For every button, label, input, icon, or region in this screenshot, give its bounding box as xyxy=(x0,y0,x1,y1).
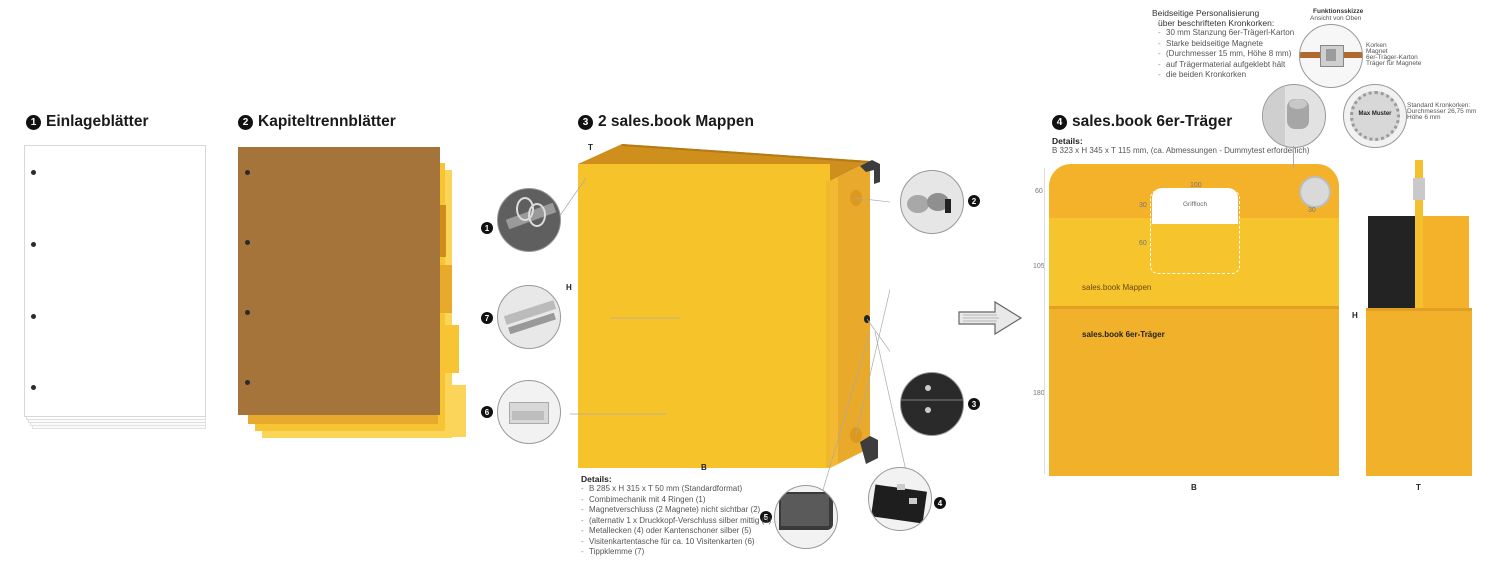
section-1-label: Einlageblätter xyxy=(46,113,149,130)
personalization-item: (Durchmesser 15 mm, Höhe 8 mm) xyxy=(1158,49,1294,60)
callout-6: 6 xyxy=(481,406,493,418)
sketch-label: 6er-Träger-Karton xyxy=(1366,54,1418,61)
detail-circle-pushbutton xyxy=(900,372,964,436)
detail-circle-clip xyxy=(497,285,561,349)
carrier-dim-b: B xyxy=(1191,483,1197,492)
carrier-details-text: B 323 x H 345 x T 115 mm, (ca. Abmessung… xyxy=(1052,146,1310,155)
section-2-number: 2 xyxy=(238,114,253,130)
detail-circle-rings xyxy=(497,188,561,252)
label-traeger: sales.book 6er-Träger xyxy=(1082,330,1165,339)
personalization-title-1: Beidseitige Personalisierung xyxy=(1152,8,1260,18)
section-4-number: 4 xyxy=(1052,114,1067,130)
folder-detail-item: B 285 x H 315 x T 50 mm (Standardformat) xyxy=(581,484,771,495)
folder-details-list: B 285 x H 315 x T 50 mm (Standardformat)… xyxy=(581,484,771,558)
callout-2: 2 xyxy=(968,195,980,207)
section-2-label: Kapiteltrennblätter xyxy=(258,113,396,130)
dim-60b: 60 xyxy=(1035,188,1043,195)
callout-7: 7 xyxy=(481,312,493,324)
folder-details-title: Details: xyxy=(581,474,612,484)
detail-circle-metalcorners xyxy=(868,467,932,531)
magnet-leader-line xyxy=(1293,146,1294,168)
arrow-right-icon xyxy=(958,300,1023,336)
personalization-item: auf Trägermaterial aufgeklebt hält xyxy=(1158,60,1294,71)
callout-3: 3 xyxy=(968,398,980,410)
folder-dim-t: T xyxy=(588,143,593,152)
folder-dim-h: H xyxy=(566,283,572,292)
personalization-item: die beiden Kronkorken xyxy=(1158,70,1294,81)
dim-30a: 30 xyxy=(1139,202,1147,209)
cap-label: Durchmesser 26,75 mm xyxy=(1407,108,1477,115)
callout-4: 4 xyxy=(934,497,946,509)
folder-detail-item: Tippklemme (7) xyxy=(581,547,771,558)
section-3-title: 3 2 sales.book Mappen xyxy=(578,113,754,131)
folder-dim-b: B xyxy=(701,463,707,472)
sketch-label: Träger für Magnete xyxy=(1366,60,1422,67)
leader-lines-bottom xyxy=(819,331,909,501)
sketch-circle xyxy=(1299,24,1363,88)
folder-details: Details: B 285 x H 315 x T 50 mm (Standa… xyxy=(581,474,771,558)
section-4-title: 4 sales.book 6er-Träger xyxy=(1052,113,1232,131)
folder-detail-item: (alternativ 1 x Druckkopf-Verschluss sil… xyxy=(581,516,771,527)
dim-60a: 60 xyxy=(1139,240,1147,247)
folder-detail-item: Metallecken (4) oder Kantenschoner silbe… xyxy=(581,526,771,537)
folder-detail-item: Magnetverschluss (2 Magnete) nicht sicht… xyxy=(581,505,771,516)
section-1-title: 1 Einlageblätter xyxy=(26,113,149,131)
section-4-label: sales.book 6er-Träger xyxy=(1072,113,1233,130)
personalization-title-2: über beschrifteten Kronkorken: xyxy=(1158,18,1275,28)
personalization-item: Starke beidseitige Magnete xyxy=(1158,39,1294,50)
sketch-labels: Korken Magnet 6er-Träger-Karton Träger f… xyxy=(1366,42,1422,67)
folder-detail-item: Visitenkartentasche für ca. 10 Visitenka… xyxy=(581,537,771,548)
personalization-list: 30 mm Stanzung 6er-Trägerl-Karton Starke… xyxy=(1152,28,1294,81)
personalization-notes: Beidseitige Personalisierung über beschr… xyxy=(1152,8,1294,81)
label-mappen: sales.book Mappen xyxy=(1082,283,1152,292)
carrier-details-title: Details: xyxy=(1052,136,1083,146)
carrier-dim-t: T xyxy=(1416,483,1421,492)
personalization-item: 30 mm Stanzung 6er-Trägerl-Karton xyxy=(1158,28,1294,39)
cap-label: Standard Kronkorken: xyxy=(1407,102,1471,109)
section-1-number: 1 xyxy=(26,114,41,130)
bottle-cap-labels: Standard Kronkorken: Durchmesser 26,75 m… xyxy=(1407,102,1477,121)
dim-line-vertical xyxy=(1044,168,1045,474)
dim-180: 180 xyxy=(1033,390,1045,397)
carrier-dim-h: H xyxy=(1352,311,1358,320)
bottle-cap-circle: Max Muster xyxy=(1343,84,1407,148)
detail-circle-edgeprotector xyxy=(774,485,838,549)
detail-circle-cardpocket xyxy=(497,380,561,444)
section-3-label: 2 sales.book Mappen xyxy=(598,113,754,130)
sketch-label: Magnet xyxy=(1366,48,1388,55)
callout-1: 1 xyxy=(481,222,493,234)
dim-30b: 30 xyxy=(1308,207,1316,214)
section-3-number: 3 xyxy=(578,114,593,130)
cap-label: Höhe 6 mm xyxy=(1407,114,1441,121)
folder-detail-item: Combimechanik mit 4 Ringen (1) xyxy=(581,495,771,506)
sketch-subtitle: Ansicht von Oben xyxy=(1310,15,1362,22)
magnet-detail-circle xyxy=(1262,84,1326,148)
detail-circle-magnets xyxy=(900,170,964,234)
sketch-title: Funktionsskizze xyxy=(1313,8,1364,15)
bottle-cap-text: Max Muster xyxy=(1358,111,1392,117)
section-2-title: 2 Kapiteltrennblätter xyxy=(238,113,396,131)
griffloch-label: Griffloch xyxy=(1183,201,1208,208)
folder-illustration xyxy=(570,144,890,468)
dim-100: 100 xyxy=(1190,182,1202,189)
dim-105: 105 xyxy=(1033,263,1045,270)
sketch-label: Korken xyxy=(1366,42,1387,49)
